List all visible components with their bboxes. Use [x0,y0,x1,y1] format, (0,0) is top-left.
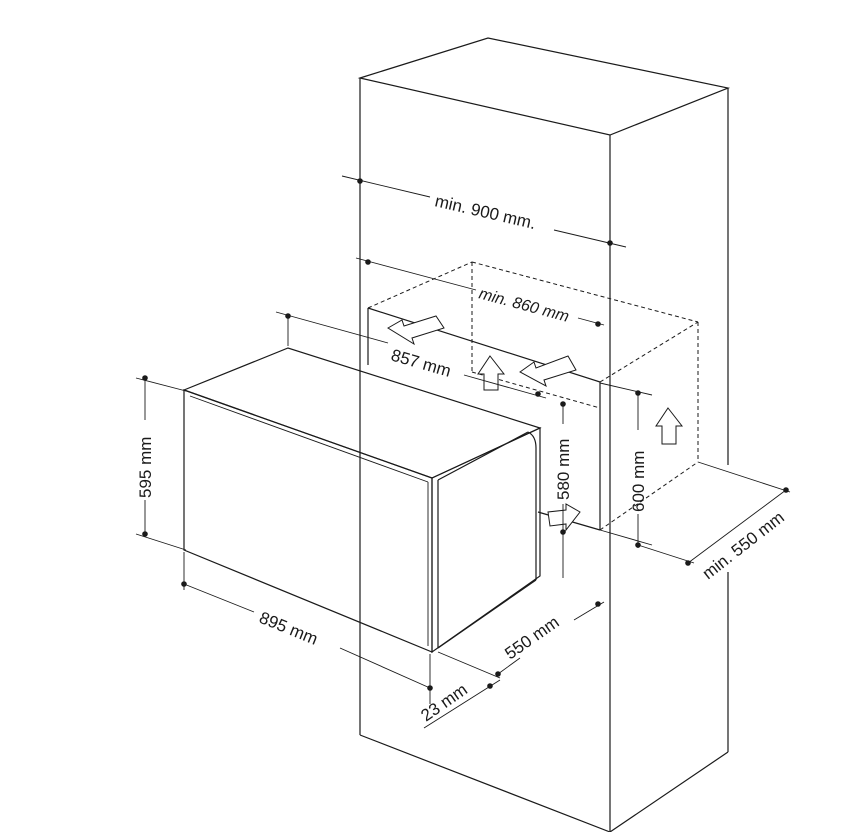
label-oven-depth-top: 857 mm [389,346,453,381]
cabinet [357,37,731,832]
dimension-lines [135,175,791,729]
label-cabinet-width-min: min. 900 mm. [433,191,538,233]
label-oven-width: 895 mm [257,608,321,649]
oven-front [183,389,433,653]
cabinet-bottom-front [359,734,611,832]
label-niche-height-600: 600 mm [629,451,648,512]
label-niche-width-min: min. 860 mm [477,285,571,325]
airflow-arrows [387,315,684,532]
airflow-arrow-left-icon [387,315,445,346]
oven [182,347,542,654]
oven-side [431,427,541,654]
dimension-labels: min. 900 mm. min. 860 mm 857 mm 595 mm 5… [136,191,788,725]
airflow-arrow-right-icon [519,355,577,388]
label-oven-height: 595 mm [136,437,155,498]
label-oven-depth: 550 mm [501,612,562,663]
airflow-arrow-up-center-icon [477,355,506,391]
cabinet-bottom-side [609,751,729,832]
airflow-arrow-bottom-icon [547,503,581,532]
label-front-thickness: 23 mm [417,680,470,725]
label-niche-height-580: 580 mm [554,439,573,500]
airflow-arrow-up-right-icon [655,407,684,445]
cabinet-top [357,37,731,136]
